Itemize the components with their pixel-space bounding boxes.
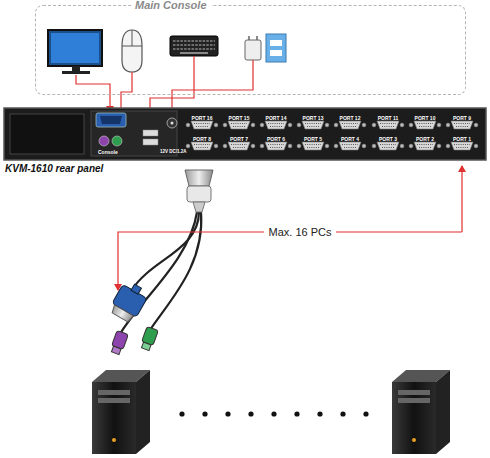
vga-port [260, 142, 292, 150]
vga-port [186, 121, 218, 129]
vga-port [446, 121, 478, 129]
console-group: Main Console [35, 5, 466, 95]
port-label: PORT 6 [267, 136, 285, 142]
port-label: PORT 5 [304, 136, 322, 142]
max-pcs-label: Max. 16 PCs [264, 225, 337, 239]
pc-tower [392, 370, 450, 454]
dot [248, 411, 253, 416]
pc-range-line [118, 166, 462, 290]
vga-port [334, 121, 366, 129]
port-label: PORT 1 [453, 136, 471, 142]
vga-port [223, 121, 255, 129]
ellipsis-dots [179, 411, 368, 416]
dot [271, 411, 276, 416]
vga-port [260, 121, 292, 129]
dot [294, 411, 299, 416]
dot [225, 411, 230, 416]
dot [363, 411, 368, 416]
power-rating-label: 12V DC/1.2A [160, 149, 187, 155]
kvm-cable [108, 170, 213, 355]
vga-port [372, 142, 404, 150]
vga-port-row [186, 121, 478, 150]
dot [317, 411, 322, 416]
monitor-icon [48, 30, 102, 74]
vga-port [297, 121, 329, 129]
vga-port [446, 142, 478, 150]
port-label: PORT 2 [416, 136, 434, 142]
pc-tower [92, 370, 150, 454]
port-label: PORT 7 [230, 136, 248, 142]
vga-port [409, 142, 441, 150]
port-label: PORT 11 [378, 115, 399, 121]
dot [179, 411, 184, 416]
dot [202, 411, 207, 416]
port-label: PORT 13 [303, 115, 324, 121]
port-label: PORT 4 [341, 136, 359, 142]
console-port-label: Console [98, 149, 118, 155]
panel-caption: KVM-1610 rear panel [5, 163, 103, 174]
dot [340, 411, 345, 416]
vga-port [223, 142, 255, 150]
mouse-icon [122, 30, 142, 72]
group-title: Main Console [131, 0, 211, 11]
keyboard-icon [170, 36, 218, 56]
port-label: PORT 14 [266, 115, 287, 121]
port-label: PORT 9 [453, 115, 471, 121]
port-label: PORT 3 [379, 136, 397, 142]
port-label: PORT 15 [229, 115, 250, 121]
port-label: PORT 10 [415, 115, 436, 121]
port-label: PORT 12 [340, 115, 361, 121]
port-label: PORT 8 [193, 136, 211, 142]
vga-port [409, 121, 441, 129]
port-label: PORT 16 [192, 115, 213, 121]
vga-port [297, 142, 329, 150]
vga-port [334, 142, 366, 150]
vga-port [372, 121, 404, 129]
power-adapter-icon [245, 34, 286, 62]
vga-port [186, 142, 218, 150]
rear-panel [4, 108, 486, 160]
